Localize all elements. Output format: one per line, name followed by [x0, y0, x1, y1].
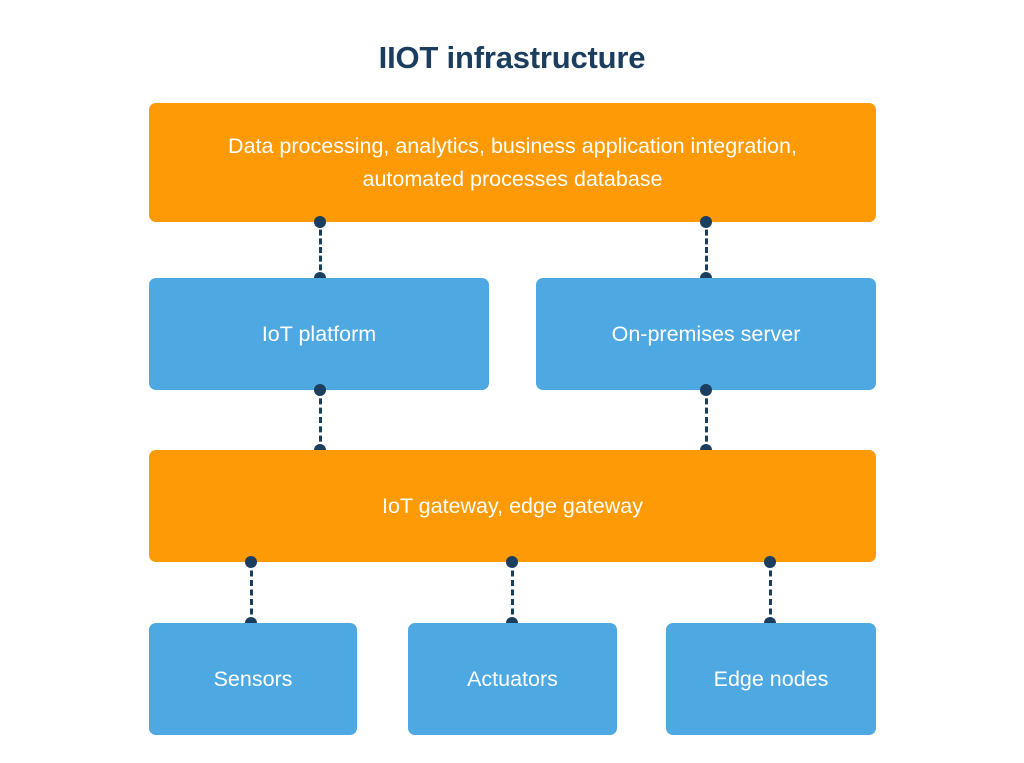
- node-on-premises-server-label: On-premises server: [611, 322, 801, 346]
- connector-gateway-to-sensors: [245, 556, 257, 629]
- connector-cloud-to-iot-platform: [314, 216, 326, 284]
- node-iot-platform-label: IoT platform: [261, 322, 377, 346]
- node-edge-nodes[interactable]: Edge nodes: [666, 623, 876, 735]
- dashed-line: [511, 561, 514, 624]
- dashed-line: [769, 561, 772, 624]
- page-title: IIOT infrastructure: [378, 40, 646, 75]
- connector-cloud-to-on-premises-server: [700, 216, 712, 284]
- dashed-line: [319, 389, 322, 451]
- dashed-line: [705, 221, 708, 279]
- dashed-line: [319, 221, 322, 279]
- node-sensors-label: Sensors: [213, 667, 293, 691]
- node-cloud-label: Data processing, analytics, business app…: [228, 133, 797, 191]
- node-on-premises-server[interactable]: On-premises server: [536, 278, 876, 390]
- node-iot-gateway[interactable]: IoT gateway, edge gateway: [149, 450, 876, 562]
- node-edge-nodes-label: Edge nodes: [713, 667, 829, 691]
- node-actuators-label: Actuators: [467, 667, 558, 691]
- connector-iot-platform-to-gateway: [314, 384, 326, 456]
- dashed-line: [250, 561, 253, 624]
- connector-gateway-to-edge-nodes: [764, 556, 776, 629]
- node-sensors[interactable]: Sensors: [149, 623, 357, 735]
- node-cloud-data-processing[interactable]: Data processing, analytics, business app…: [149, 103, 876, 222]
- node-iot-platform[interactable]: IoT platform: [149, 278, 489, 390]
- connector-on-premises-server-to-gateway: [700, 384, 712, 456]
- connector-gateway-to-actuators: [506, 556, 518, 629]
- node-actuators[interactable]: Actuators: [408, 623, 617, 735]
- node-iot-gateway-label: IoT gateway, edge gateway: [382, 494, 643, 518]
- dashed-line: [705, 389, 708, 451]
